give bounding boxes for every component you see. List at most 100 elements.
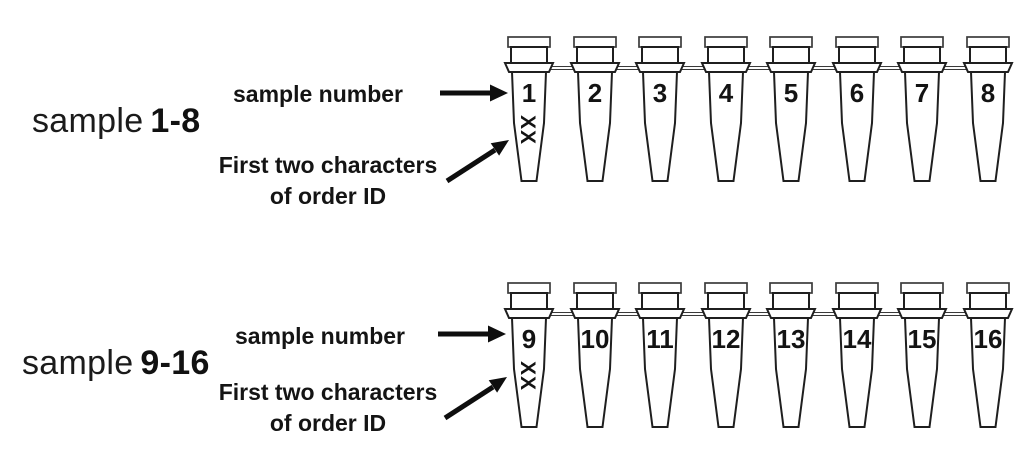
- row2-group-label-range: 9-16: [140, 344, 210, 382]
- tube-body: [772, 71, 810, 182]
- tube-cap-top: [769, 36, 813, 48]
- row1-order-id-label-line2: of order ID: [269, 183, 387, 209]
- tube-number-label: 16: [973, 324, 1002, 354]
- tube-collar: [896, 62, 948, 73]
- tube-body: [576, 71, 613, 182]
- tube-collar: [830, 62, 883, 73]
- tube-cap-top: [900, 36, 944, 48]
- tube-cap-body: [706, 46, 745, 64]
- tube-order-id-mark: XX: [516, 361, 539, 391]
- tube-collar: [765, 308, 817, 319]
- pcr-tube-16: 16: [961, 282, 1014, 428]
- tube-collar: [634, 62, 686, 73]
- tube-cap-top: [834, 282, 879, 294]
- pcr-tube-8: 8: [961, 36, 1014, 182]
- tube-cap-body: [772, 292, 810, 310]
- tube-cap-top: [638, 36, 682, 48]
- pcr-tube-4: 4: [699, 36, 752, 182]
- pcr-tube-5: 5: [765, 36, 817, 182]
- row1-group-label-prefix: sample: [32, 102, 144, 140]
- tube-number-label: 4: [718, 78, 733, 108]
- tube-cap-body: [903, 46, 941, 64]
- tube-collar: [961, 308, 1014, 319]
- tube-body: [510, 317, 548, 428]
- tube-cap-body: [575, 292, 614, 310]
- tube-body: [707, 71, 744, 182]
- tube-cap-top: [769, 282, 813, 294]
- tube-cap-body: [903, 292, 941, 310]
- tube-cap-body: [772, 46, 810, 64]
- tube-collar: [503, 62, 555, 73]
- tube-number-label: 1: [522, 78, 536, 108]
- tube-body: [707, 317, 744, 428]
- row2-order-id-arrow-icon: [443, 377, 507, 421]
- tube-number-label: 5: [784, 78, 798, 108]
- tube-collar: [568, 62, 621, 73]
- pcr-tube-1: 1 XX: [503, 36, 555, 182]
- tube-body: [510, 71, 548, 182]
- tube-collar: [503, 308, 555, 319]
- tube-number-label: 8: [980, 78, 994, 108]
- tube-cap-top: [572, 36, 617, 48]
- pcr-tube-7: 7: [896, 36, 948, 182]
- tube-body: [969, 71, 1006, 182]
- tube-number-label: 10: [580, 324, 609, 354]
- tube-body: [969, 317, 1006, 428]
- tube-cap-top: [965, 36, 1010, 48]
- tube-collar: [765, 62, 817, 73]
- tube-collar: [896, 308, 948, 319]
- pcr-tube-12: 12: [699, 282, 752, 428]
- tube-cap-body: [641, 46, 679, 64]
- tube-cap-top: [703, 282, 748, 294]
- tube-body: [838, 71, 875, 182]
- pcr-tube-11: 11: [634, 282, 686, 428]
- pcr-tube-13: 13: [765, 282, 817, 428]
- tube-body: [772, 317, 810, 428]
- tube-body: [903, 71, 941, 182]
- tube-number-label: 15: [908, 324, 937, 354]
- row2-group-label-prefix: sample: [22, 344, 134, 382]
- row1-order-id-arrow-icon: [445, 140, 509, 184]
- tube-number-label: 6: [849, 78, 863, 108]
- row2-order-id-label-line1: First two characters: [218, 379, 438, 405]
- pcr-tube-6: 6: [830, 36, 883, 182]
- row2-order-id-label-line2: of order ID: [269, 410, 387, 436]
- tube-cap-top: [638, 282, 682, 294]
- tube-collar: [634, 308, 686, 319]
- tube-cap-top: [900, 282, 944, 294]
- row2-sample-number-arrow-icon: [438, 325, 506, 343]
- row1-group-label-range: 1-8: [150, 102, 201, 140]
- tube-body: [641, 317, 679, 428]
- tube-cap-top: [965, 282, 1010, 294]
- tube-cap-body: [641, 292, 679, 310]
- row2-sample-number-label: sample number: [235, 323, 405, 349]
- pcr-tube-9: 9 XX: [503, 282, 555, 428]
- row2-order-id-label: First two characters of order ID: [219, 377, 438, 439]
- row1-strip-connector: [529, 66, 988, 70]
- pcr-tube-2: 2: [568, 36, 621, 182]
- row2-strip-connector: [529, 312, 988, 316]
- tube-number-label: 9: [522, 324, 536, 354]
- tube-number-label: 11: [646, 324, 674, 354]
- pcr-tube-14: 14: [830, 282, 883, 428]
- tube-number-label: 14: [842, 324, 871, 354]
- tube-number-label: 12: [711, 324, 740, 354]
- tube-cap-body: [706, 292, 745, 310]
- row1-order-id-label: First two characters of order ID: [219, 150, 438, 212]
- tube-collar: [568, 308, 621, 319]
- row1-sample-number-arrow-icon: [440, 84, 508, 102]
- pcr-tube-10: 10: [568, 282, 621, 428]
- tube-cap-top: [834, 36, 879, 48]
- tube-collar: [961, 62, 1014, 73]
- tube-cap-body: [575, 46, 614, 64]
- tube-cap-body: [837, 292, 876, 310]
- tube-collar: [830, 308, 883, 319]
- tube-body: [903, 317, 941, 428]
- tube-cap-body: [510, 292, 548, 310]
- tube-cap-body: [968, 292, 1007, 310]
- tube-cap-body: [510, 46, 548, 64]
- tube-number-label: 2: [587, 78, 601, 108]
- tube-number-label: 13: [777, 324, 806, 354]
